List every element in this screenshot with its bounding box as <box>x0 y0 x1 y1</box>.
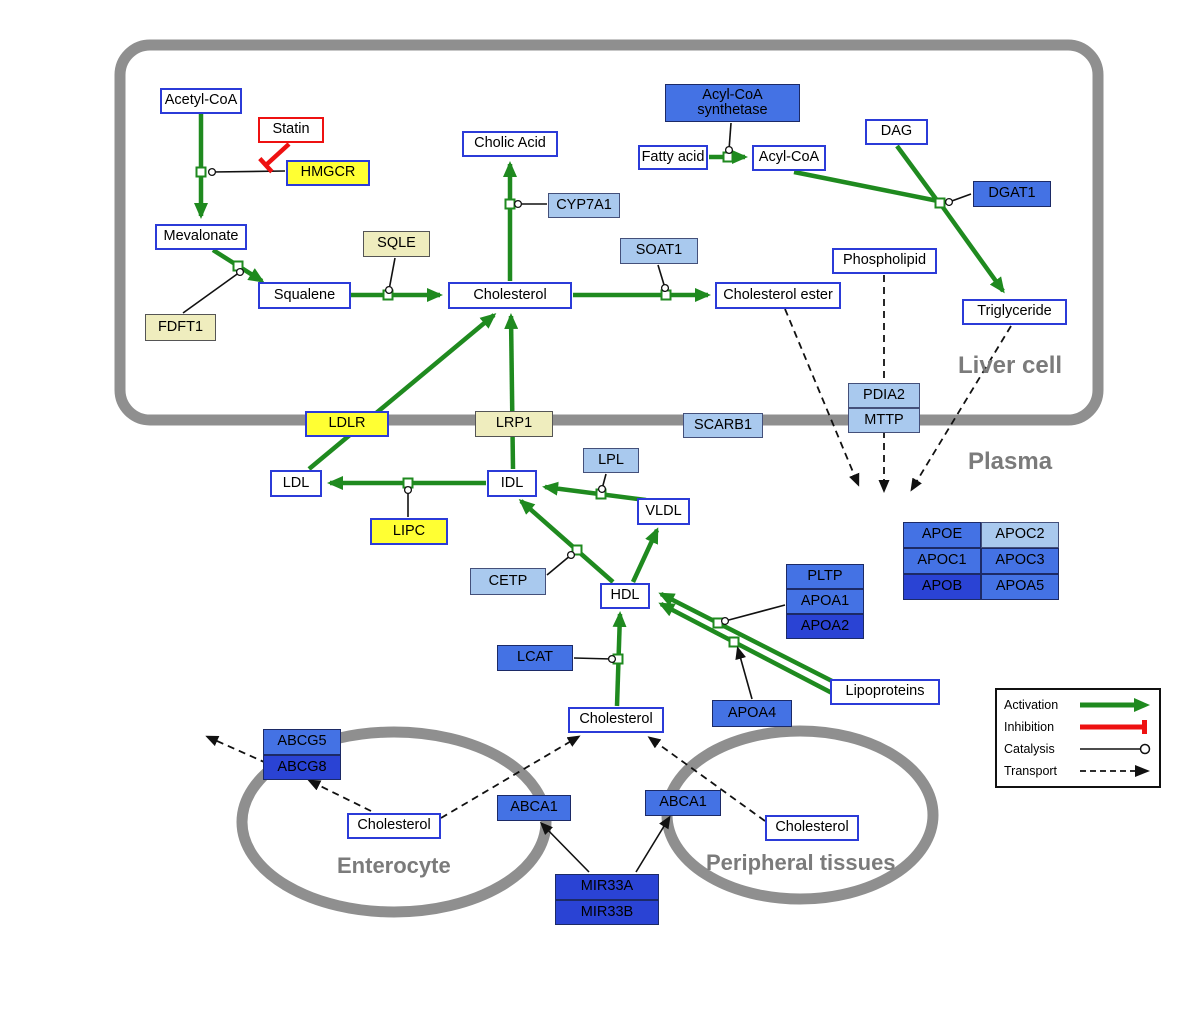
peripheral-tissues-label: Peripheral tissues <box>706 850 896 875</box>
node-abcg5[interactable]: ABCG5 <box>263 729 341 755</box>
node-lipoproteins[interactable]: Lipoproteins <box>830 679 940 705</box>
legend-row-transport: Transport <box>1004 762 1152 780</box>
node-scarb1[interactable]: SCARB1 <box>683 413 763 438</box>
node-hdl[interactable]: HDL <box>600 583 650 609</box>
node-idl[interactable]: IDL <box>487 470 537 497</box>
liver-cell-label: Liver cell <box>958 352 1063 379</box>
legend-transport-label: Transport <box>1004 764 1058 778</box>
node-cholesterol-enterocyte[interactable]: Cholesterol <box>347 813 441 839</box>
legend-row-inhibition: Inhibition <box>1004 718 1152 736</box>
node-acyl-coa-synthetase[interactable]: Acyl-CoA synthetase <box>665 84 800 122</box>
node-fatty-acid[interactable]: Fatty acid <box>638 145 708 170</box>
node-phospholipid[interactable]: Phospholipid <box>832 248 937 274</box>
node-cholesterol-plasma[interactable]: Cholesterol <box>568 707 664 733</box>
enterocyte-label: Enterocyte <box>337 853 451 878</box>
legend-row-activation: Activation <box>1004 696 1152 714</box>
node-cyp7a1[interactable]: CYP7A1 <box>548 193 620 218</box>
node-apoc3[interactable]: APOC3 <box>981 548 1059 574</box>
transport-dashed-arrow-icon <box>1080 765 1150 777</box>
node-sqle[interactable]: SQLE <box>363 231 430 257</box>
node-triglyceride[interactable]: Triglyceride <box>962 299 1067 325</box>
node-cholesterol-peripheral[interactable]: Cholesterol <box>765 815 859 841</box>
catalysis-circle-icon <box>1080 743 1151 755</box>
node-lipc[interactable]: LIPC <box>370 518 448 545</box>
node-apoc2[interactable]: APOC2 <box>981 522 1059 548</box>
node-mir33b[interactable]: MIR33B <box>555 900 659 925</box>
node-mttp[interactable]: MTTP <box>848 408 920 433</box>
node-cetp[interactable]: CETP <box>470 568 546 595</box>
regulation-edges <box>539 646 753 873</box>
legend-catalysis-label: Catalysis <box>1004 742 1055 756</box>
node-apoc1[interactable]: APOC1 <box>903 548 981 574</box>
node-dag[interactable]: DAG <box>865 119 928 145</box>
node-acyl-coa[interactable]: Acyl-CoA <box>752 145 826 171</box>
node-fdft1[interactable]: FDFT1 <box>145 314 216 341</box>
node-pltp[interactable]: PLTP <box>786 564 864 589</box>
compartment-outlines <box>114 39 1104 918</box>
node-vldl[interactable]: VLDL <box>637 498 690 525</box>
liver-cell-outline <box>114 39 1104 426</box>
node-mir33a[interactable]: MIR33A <box>555 874 659 900</box>
legend-row-catalysis: Catalysis <box>1004 740 1152 758</box>
node-cholesterol-liver[interactable]: Cholesterol <box>448 282 572 309</box>
node-soat1[interactable]: SOAT1 <box>620 238 698 264</box>
statin-inhibition-edge <box>258 142 291 174</box>
node-lcat[interactable]: LCAT <box>497 645 573 671</box>
activation-edges <box>194 114 1005 707</box>
node-abcg8[interactable]: ABCG8 <box>263 755 341 780</box>
node-statin[interactable]: Statin <box>258 117 324 143</box>
node-abca1-peripheral[interactable]: ABCA1 <box>645 790 721 816</box>
node-dgat1[interactable]: DGAT1 <box>973 181 1051 207</box>
node-abca1-enterocyte[interactable]: ABCA1 <box>497 795 571 821</box>
node-acetyl-coa[interactable]: Acetyl-CoA <box>160 88 242 114</box>
node-cholic-acid[interactable]: Cholic Acid <box>462 131 558 157</box>
activation-arrow-icon <box>1080 698 1150 712</box>
node-ldl[interactable]: LDL <box>270 470 322 497</box>
node-ldlr[interactable]: LDLR <box>305 411 389 437</box>
node-apoa2[interactable]: APOA2 <box>786 614 864 639</box>
inhibition-tbar-icon <box>1080 720 1147 734</box>
node-lpl[interactable]: LPL <box>583 448 639 473</box>
node-squalene[interactable]: Squalene <box>258 282 351 309</box>
node-apob[interactable]: APOB <box>903 574 981 600</box>
legend-inhibition-label: Inhibition <box>1004 720 1055 734</box>
node-apoe[interactable]: APOE <box>903 522 981 548</box>
legend-activation-label: Activation <box>1004 698 1059 712</box>
node-mevalonate[interactable]: Mevalonate <box>155 224 247 250</box>
plasma-label: Plasma <box>968 448 1053 475</box>
node-cholesterol-ester[interactable]: Cholesterol ester <box>715 282 841 309</box>
node-lrp1[interactable]: LRP1 <box>475 411 553 437</box>
node-apoa5[interactable]: APOA5 <box>981 574 1059 600</box>
node-apoa1[interactable]: APOA1 <box>786 589 864 614</box>
node-pdia2[interactable]: PDIA2 <box>848 383 920 408</box>
node-hmgcr[interactable]: HMGCR <box>286 160 370 186</box>
node-apoa4[interactable]: APOA4 <box>712 700 792 727</box>
legend: Activation Inhibition Catalysis Transpor… <box>995 688 1161 788</box>
